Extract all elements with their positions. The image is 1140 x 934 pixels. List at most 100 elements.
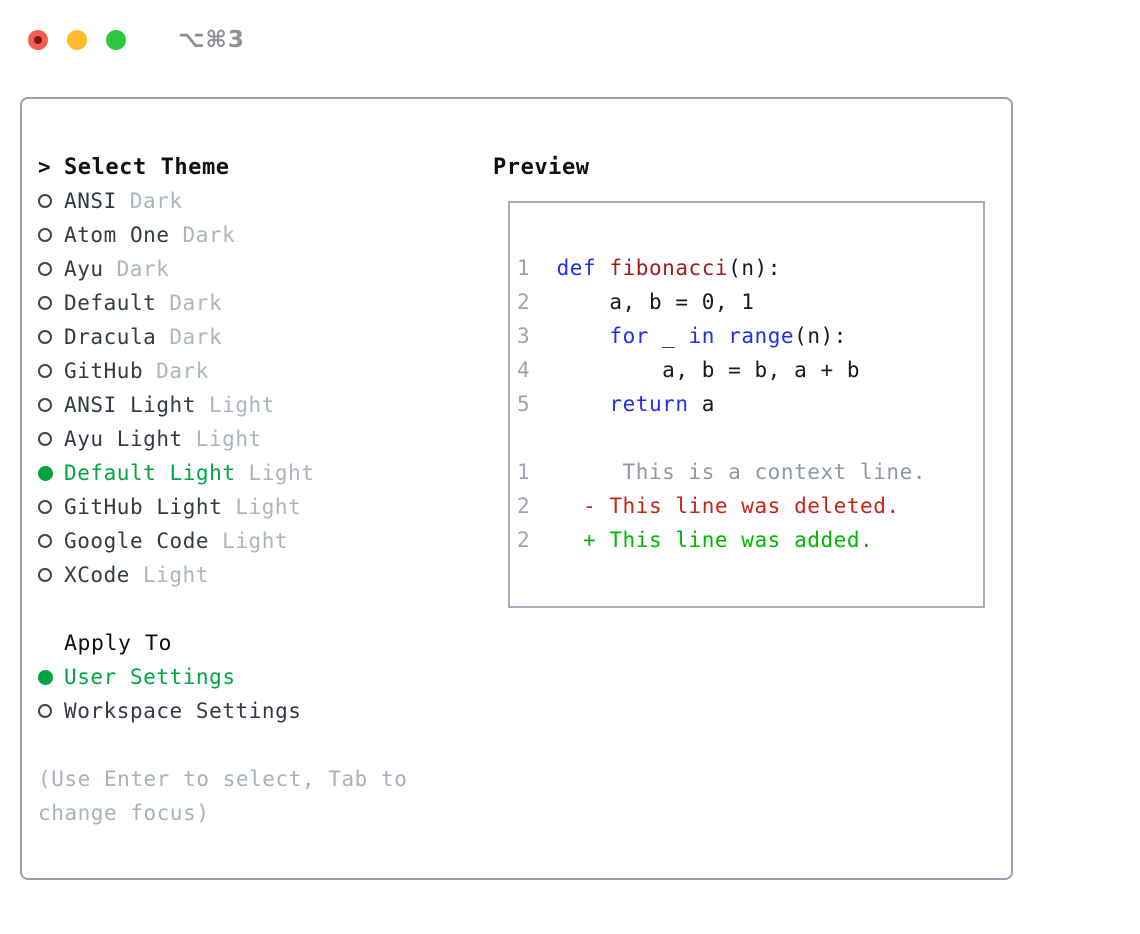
radio-icon [38,534,64,548]
radio-icon [38,669,64,685]
radio-icon [38,194,64,208]
code-line: 1 This is a context line. [517,455,983,489]
radio-icon [38,228,64,242]
radio-icon [38,296,64,310]
apply-option-workspace-settings[interactable]: Workspace Settings [38,694,488,728]
token-context: This is a context line. [556,460,926,484]
apply-to-label: Apply To [64,630,172,656]
line-number: 1 [517,460,531,484]
theme-variant-tag: Dark [156,359,209,383]
token-keyword: in [688,324,715,348]
token-plain [557,392,610,416]
radio-unselected-icon [38,398,52,412]
token-function: fibonacci [609,256,729,280]
theme-variant-tag: Dark [169,291,223,315]
radio-unselected-icon [38,534,52,548]
token-plain: (n): [728,256,781,280]
theme-item-default-light-light[interactable]: Default Light Light [38,456,488,490]
preview-header: Preview [493,154,590,180]
radio-icon [38,364,64,378]
theme-name: GitHub Light [64,495,223,519]
radio-unselected-icon [38,568,52,582]
line-number: 2 [517,290,531,314]
code-line: 4 a, b = b, a + b [517,353,983,387]
code-line: 1 def fibonacci(n): [517,251,983,285]
theme-item-default-dark[interactable]: Default Dark [38,286,488,320]
token-keyword: return [609,392,689,416]
theme-name: Default Light [64,461,236,485]
radio-icon [38,432,64,446]
theme-variant-tag: Light [248,461,315,485]
code-line: 2 + This line was added. [517,523,983,557]
line-number: 2 [517,528,531,552]
line-number: 1 [517,256,531,280]
radio-selected-icon [38,669,53,685]
minimize-button[interactable] [67,30,87,50]
radio-unselected-icon [38,364,52,378]
theme-variant-tag: Dark [182,223,236,247]
line-number: 3 [517,324,531,348]
radio-selected-icon [38,465,53,481]
token-deleted: - This line was deleted. [556,494,900,518]
theme-item-github-light-light[interactable]: GitHub Light Light [38,490,488,524]
token-keyword: def [556,256,597,280]
apply-option-label: User Settings [64,665,236,689]
token-plain: _ [648,324,689,348]
hint-text: (Use Enter to select, Tab to change focus… [38,762,488,830]
theme-name: XCode [64,563,130,587]
token-plain [715,324,728,348]
hint-line: change focus) [38,801,210,825]
spacer [38,728,488,762]
theme-variant-tag: Light [142,563,209,587]
select-theme-label: Select Theme [64,154,230,180]
theme-name: Ayu Light [64,427,183,451]
radio-unselected-icon [38,330,52,344]
token-plain [596,256,609,280]
apply-to-header: Apply To [38,626,488,660]
radio-unselected-icon [38,704,52,718]
blank-line [517,421,983,455]
theme-name: Dracula [64,325,157,349]
select-theme-header: > Select Theme [38,150,488,184]
radio-icon [38,262,64,276]
hint-line: (Use Enter to select, Tab to [38,767,408,791]
apply-option-label: Workspace Settings [64,699,302,723]
radio-unselected-icon [38,194,52,208]
radio-icon [38,398,64,412]
apply-option-user-settings[interactable]: User Settings [38,660,488,694]
theme-name: ANSI [64,189,117,213]
spacer [38,592,488,626]
token-added: + This line was added. [556,528,874,552]
line-number: 2 [517,494,531,518]
close-button[interactable] [28,30,48,50]
token-plain: a [688,392,715,416]
zoom-button[interactable] [106,30,126,50]
code-line: 5 return a [517,387,983,421]
theme-item-xcode-light[interactable]: XCode Light [38,558,488,592]
theme-name: Default [64,291,157,315]
titlebar: ⌥⌘3 [28,27,245,53]
token-plain [557,324,610,348]
radio-unselected-icon [38,228,52,242]
theme-item-github-dark[interactable]: GitHub Dark [38,354,488,388]
code-line: 2 - This line was deleted. [517,489,983,523]
radio-icon [38,568,64,582]
token-plain: a, b = b, a + b [556,358,861,382]
code-line: 2 a, b = 0, 1 [517,285,983,319]
theme-variant-tag: Light [235,495,302,519]
radio-icon [38,465,64,481]
theme-name: GitHub [64,359,144,383]
radio-unselected-icon [38,432,52,446]
